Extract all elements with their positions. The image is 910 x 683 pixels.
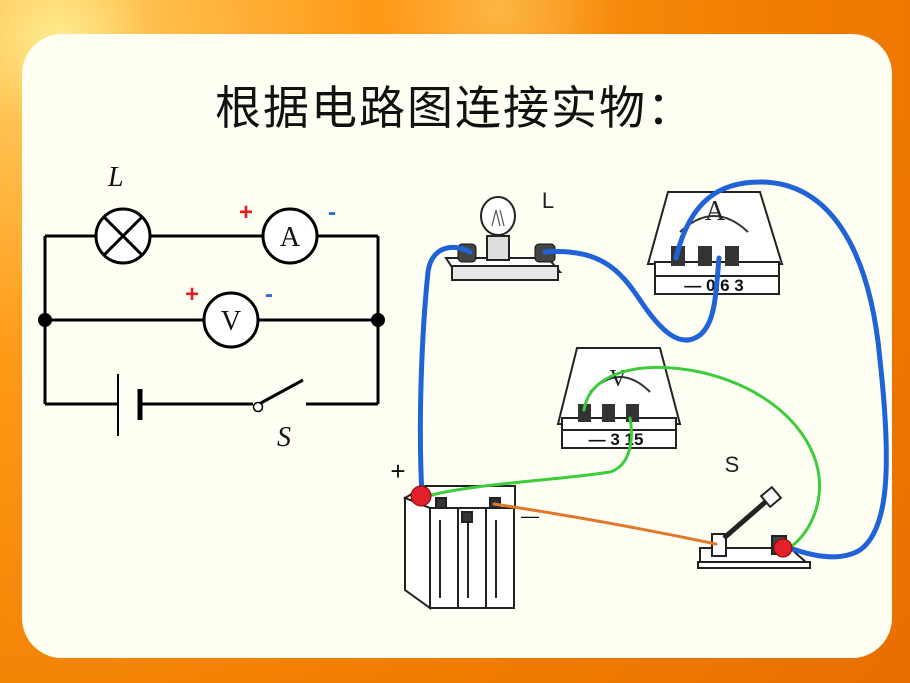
- switch-terminal-dot: [773, 538, 793, 558]
- physical-lamp-label: L: [542, 188, 554, 213]
- ammeter-minus-sign: -: [328, 199, 336, 226]
- battery-pack-device: [402, 485, 516, 610]
- switch-symbol: [252, 378, 304, 413]
- physical-switch-label: S: [725, 452, 740, 477]
- page-title: 根据电路图连接实物：: [215, 81, 695, 135]
- green-wire-battery-to-voltmeter: [426, 416, 633, 498]
- voltmeter-plus-sign: +: [185, 281, 199, 308]
- junction-dot-right: [371, 313, 385, 327]
- ammeter-plus-sign: +: [239, 199, 253, 226]
- knife-switch-device: [697, 485, 811, 569]
- ammeter-scale-label: — 0.6 3: [684, 276, 744, 295]
- ammeter-symbol: [261, 207, 319, 265]
- voltmeter-symbol-letter: V: [221, 306, 241, 337]
- ammeter-device-letter: A: [705, 196, 726, 227]
- lamp-symbol: [94, 207, 152, 265]
- switch-label: S: [277, 422, 291, 453]
- ammeter-symbol-letter: A: [280, 222, 301, 253]
- blue-wire-lamp-to-ammeter: [542, 249, 722, 343]
- voltmeter-minus-sign: -: [265, 281, 273, 308]
- battery-plus-sign: +: [390, 456, 405, 486]
- voltmeter-scale-label: — 3 15: [589, 430, 644, 449]
- blue-wire-ammeter-to-switch: [673, 179, 889, 560]
- blue-wire-battery-to-lamp: [417, 244, 473, 499]
- voltmeter-symbol: [202, 291, 260, 349]
- battery-terminal-dot: [410, 485, 432, 507]
- voltmeter-device: [556, 347, 682, 449]
- green-wire-voltmeter-to-switch: [582, 366, 822, 548]
- orange-wire-battery-to-switch: [492, 502, 718, 546]
- lamp-label: L: [107, 162, 124, 193]
- junction-dot-left: [38, 313, 52, 327]
- light-bulb-device: [444, 196, 563, 281]
- battery-symbol: [117, 374, 143, 436]
